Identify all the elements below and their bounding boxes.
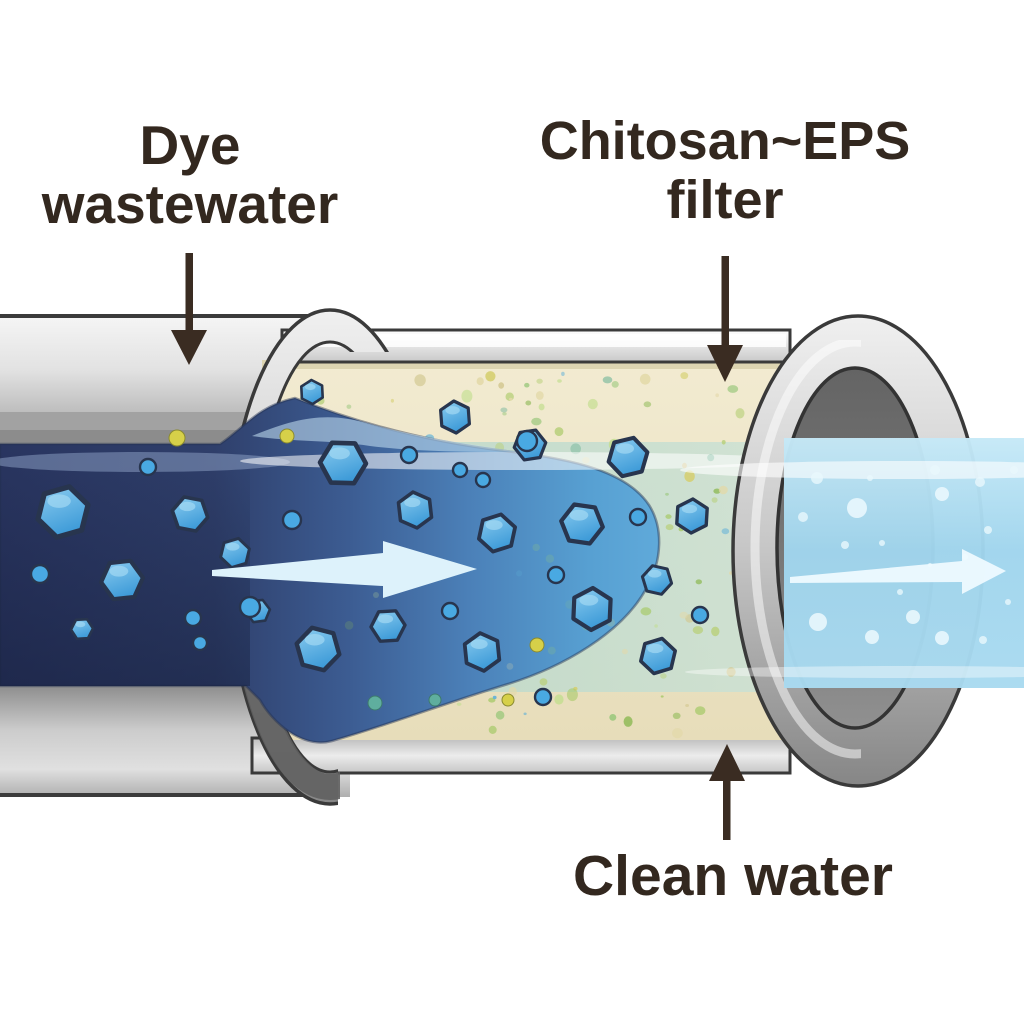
wastewater-flow-arrow (212, 541, 477, 598)
clean-water-pointer-arrow (709, 744, 745, 840)
clean-water-label: Clean water (528, 846, 938, 906)
pointer-arrows (171, 253, 745, 840)
chitosan-filter-label-line2: filter (666, 170, 784, 230)
plume-highlight (252, 417, 520, 452)
chitosan-filter-label: Chitosan~EPS filter (520, 112, 930, 230)
clean-water-bubbles (798, 465, 1018, 645)
dye-wastewater-pointer-arrow (171, 253, 207, 365)
clean-water-glint-top (680, 461, 1024, 479)
dye-particles (29, 378, 710, 711)
dye-wastewater-label: Dye wastewater (0, 116, 380, 234)
pipe-bottom-outline (0, 793, 334, 797)
dye-wastewater-label-line2: wastewater (41, 173, 339, 235)
wet-zone-glint (240, 452, 800, 470)
chitosan-filter-pointer-arrow (707, 256, 743, 382)
dye-wastewater-label-line1: Dye (139, 114, 241, 176)
flange-inner-shadow (234, 640, 340, 800)
filter-media-top-shadow (262, 360, 822, 369)
chitosan-filter-label-line1: Chitosan~EPS (539, 111, 911, 171)
clean-water-glint-bottom (685, 666, 1024, 678)
clean-water-label-text: Clean water (573, 844, 893, 908)
outlet-ring-highlight (750, 340, 861, 759)
clean-water-flow-arrow (790, 549, 1006, 594)
housing-top-highlight (286, 334, 786, 347)
filter-housing-bottom (250, 736, 792, 775)
pipe-top-outline (0, 314, 348, 318)
